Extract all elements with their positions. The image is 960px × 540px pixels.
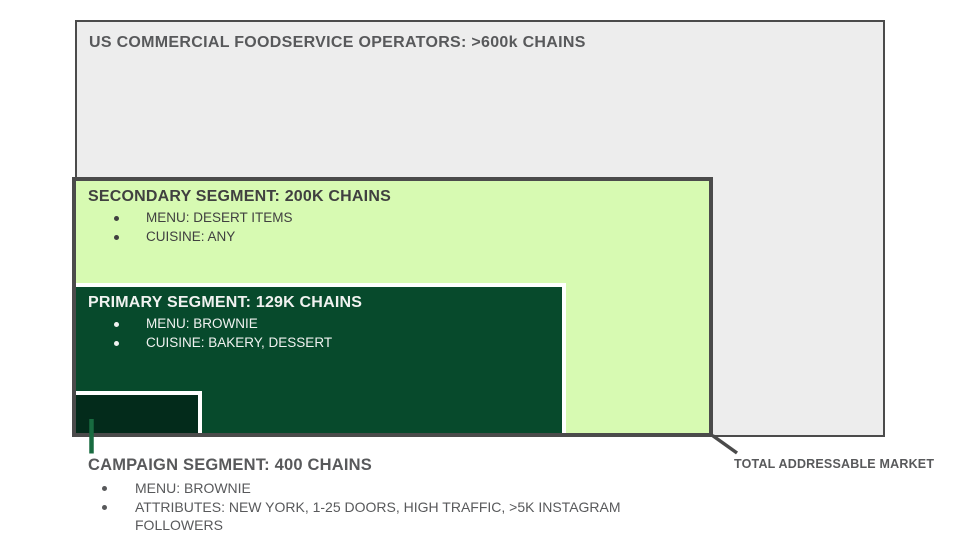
tam-connector-line	[711, 434, 739, 455]
bullet-text: MENU: DESERT ITEMS	[146, 210, 293, 225]
campaign-segment-label-block: CAMPAIGN SEGMENT: 400 CHAINS MENU: BROWN…	[88, 455, 683, 535]
bullet-text: MENU: BROWNIE	[146, 316, 258, 331]
secondary-segment-title: SECONDARY SEGMENT: 200K CHAINS	[88, 188, 391, 205]
secondary-bullet-cuisine: CUISINE: ANY	[88, 228, 699, 247]
bullet-dot-icon	[114, 216, 119, 221]
bullet-dot-icon	[102, 504, 107, 510]
bullet-dot-icon	[114, 234, 119, 240]
bullet-text: CUISINE: BAKERY, DESSERT	[146, 334, 333, 350]
total-addressable-market-label: TOTAL ADDRESSABLE MARKET	[734, 457, 935, 471]
bullet-dot-icon	[102, 486, 107, 491]
secondary-bullet-menu: MENU: DESERT ITEMS	[88, 209, 699, 228]
bullet-dot-icon	[114, 340, 119, 346]
campaign-segment-title: CAMPAIGN SEGMENT: 400 CHAINS	[88, 456, 372, 474]
bullet-dot-icon	[114, 322, 119, 327]
bullet-text: MENU: BROWNIE	[135, 480, 251, 496]
primary-segment-title: PRIMARY SEGMENT: 129K CHAINS	[88, 294, 363, 311]
total-market-title: US COMMERCIAL FOODSERVICE OPERATORS: >60…	[89, 34, 586, 51]
bullet-text: CUISINE: ANY	[146, 228, 236, 244]
campaign-bullet-menu: MENU: BROWNIE	[88, 479, 683, 498]
campaign-segment-box	[76, 391, 202, 433]
campaign-bullet-attributes: ATTRIBUTES: NEW YORK, 1-25 DOORS, HIGH T…	[88, 498, 683, 535]
primary-bullet-cuisine: CUISINE: BAKERY, DESSERT	[88, 334, 552, 353]
bullet-text: ATTRIBUTES: NEW YORK, 1-25 DOORS, HIGH T…	[135, 498, 621, 534]
primary-bullet-menu: MENU: BROWNIE	[88, 315, 552, 334]
